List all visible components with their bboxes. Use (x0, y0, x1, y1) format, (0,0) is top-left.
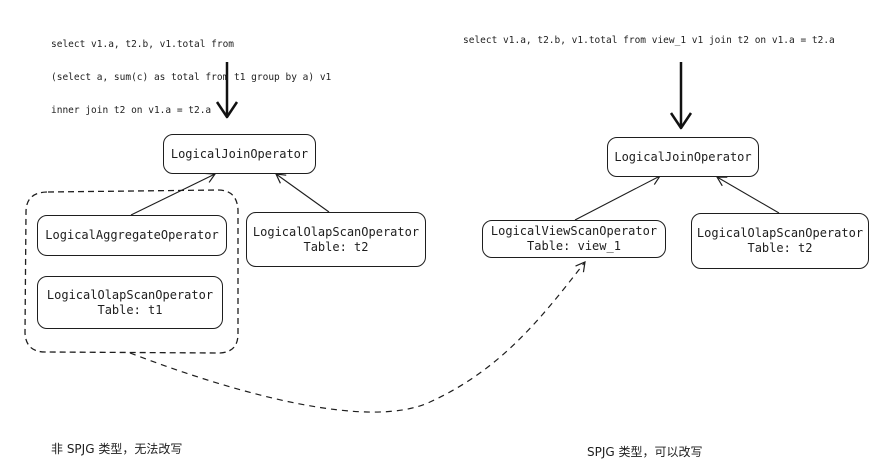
left-scan-t2-node: LogicalOlapScanOperator Table: t2 (246, 212, 426, 267)
left-caption: 非 SPJG 类型，无法改写 (51, 442, 183, 456)
left-sql-line: inner join t2 on v1.a = t2.a (51, 105, 212, 116)
right-join-node: LogicalJoinOperator (607, 137, 759, 177)
node-label: LogicalOlapScanOperator (252, 224, 420, 239)
node-label: LogicalJoinOperator (170, 146, 309, 161)
right-scan-t2-node: LogicalOlapScanOperator Table: t2 (691, 213, 869, 269)
left-sql-line: select v1.a, t2.b, v1.total from (51, 39, 235, 50)
edge-aggregate-to-join (130, 172, 217, 216)
node-table: Table: view_1 (527, 239, 621, 253)
node-label: LogicalOlapScanOperator (696, 226, 864, 240)
right-down-arrow (669, 62, 693, 130)
node-label: LogicalOlapScanOperator (46, 287, 214, 302)
node-label: LogicalJoinOperator (614, 149, 752, 164)
left-join-node: LogicalJoinOperator (163, 134, 316, 174)
node-table: Table: t2 (303, 239, 369, 254)
right-sql-query: select v1.a, t2.b, v1.total from view_1 … (463, 35, 835, 46)
left-sql-query: select v1.a, t2.b, v1.total from (select… (51, 17, 331, 138)
rewrite-dashed-curve (129, 261, 586, 413)
left-down-arrow (215, 62, 239, 119)
aggregate-node: LogicalAggregateOperator (37, 215, 227, 256)
edge-viewscan-to-join (574, 175, 662, 221)
view-scan-node: LogicalViewScanOperator Table: view_1 (482, 220, 666, 258)
node-table: Table: t1 (97, 302, 163, 317)
edge-scan-t2-to-join (274, 173, 330, 213)
aggregate-group-dashed-box (24, 189, 239, 354)
scan-t1-node: LogicalOlapScanOperator Table: t1 (37, 276, 223, 329)
edge-right-scan-t2-to-join (715, 176, 780, 214)
node-label: LogicalAggregateOperator (45, 228, 219, 242)
right-caption: SPJG 类型，可以改写 (587, 445, 703, 459)
node-table: Table: t2 (747, 241, 813, 255)
node-label: LogicalViewScanOperator (490, 224, 658, 238)
left-sql-line: (select a, sum(c) as total from t1 group… (51, 72, 332, 83)
